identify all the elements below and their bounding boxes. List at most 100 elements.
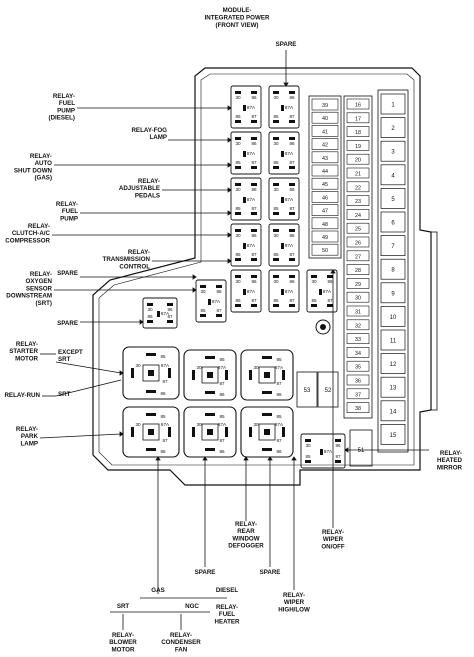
stud-connector-core	[320, 324, 326, 330]
fuse-number: 18	[355, 130, 361, 136]
pin-30-label: 30	[253, 365, 259, 370]
mini-fuse	[346, 278, 370, 289]
pin-87-label: 87	[167, 314, 173, 319]
relay-wiper-on-off-line: RELAY-	[322, 529, 344, 536]
fuse-number: 35	[355, 365, 361, 371]
pin-86-label: 86	[289, 187, 295, 192]
pin-30-label: 30	[147, 307, 153, 312]
pin-30-label: 30	[235, 233, 241, 238]
pin-87a-label: 87A	[161, 311, 170, 316]
mini-fuse	[346, 291, 370, 303]
relay-park-lamp-line: PARK	[21, 433, 39, 440]
leader-arrow	[119, 431, 124, 437]
maxi-fuse	[380, 400, 406, 422]
pin-87-label: 87	[289, 206, 295, 211]
pin-86-label: 86	[160, 391, 166, 396]
fuse-number: 41	[322, 129, 328, 135]
pin-87-label: 87	[251, 298, 257, 303]
pin-87-label: 87	[289, 298, 295, 303]
maxi-fuse	[380, 117, 406, 138]
cartridge-fuse	[311, 98, 339, 111]
ngc-line: NGC	[185, 603, 199, 610]
fuse-number: 3	[391, 150, 395, 156]
relay-adjustable-pedals-line: PEDALS	[135, 192, 160, 199]
mini-fuse	[346, 167, 370, 179]
pin-87-label: 87	[251, 160, 257, 165]
cartridge-fuse	[311, 151, 339, 164]
relay-heated-mirror-line: MIRROR	[437, 464, 463, 471]
cartridge-fuse	[311, 138, 339, 150]
pin-30-label: 30	[235, 279, 241, 284]
cartridge-fuse	[311, 111, 339, 124]
pin-87a-label: 87A	[212, 299, 221, 304]
relay-adjustable-pedals-line: RELAY-	[138, 178, 160, 185]
leader-arrow	[330, 269, 336, 274]
maxi-fuse	[380, 353, 406, 374]
pin-87a-label: 87A	[218, 422, 227, 427]
mini-fuses: 1617181920212223242526272829303132333435…	[346, 98, 370, 413]
fuse-number: 31	[355, 310, 361, 316]
mini-fuse	[346, 112, 370, 124]
leader-arrow	[192, 287, 197, 293]
spare-top-line: SPARE	[276, 41, 297, 48]
fuse-number: 32	[355, 323, 361, 329]
pin-86-label: 86	[289, 141, 295, 146]
pin-87a-label: 87A	[218, 365, 227, 370]
pin-86-label: 86	[160, 449, 166, 454]
fuse-number: 1	[391, 103, 395, 109]
relay-auto-shut-down-line: (GAS)	[34, 175, 52, 182]
spare-bottom-1-line: SPARE	[195, 569, 216, 576]
module-right-tab	[430, 231, 438, 411]
pin-87-label: 87	[289, 252, 295, 257]
relay-fuel-pump-line: PUMP	[60, 215, 78, 222]
relay-run-line: RELAY-RUN	[4, 392, 40, 399]
mini-fuse	[346, 360, 370, 372]
pin-87a-label: 87A	[247, 197, 256, 202]
leader-arrow	[283, 82, 289, 87]
pin-86-label: 86	[289, 279, 295, 284]
fuse-number: 48	[322, 222, 328, 228]
pin-86-label: 86	[289, 95, 295, 100]
relay-oxygen-sensor-line: RELAY-	[30, 271, 52, 278]
module-title-line: MODULE-	[223, 7, 252, 14]
pin-86-label: 86	[289, 233, 295, 238]
maxi-fuse	[380, 93, 406, 115]
mini-fuse	[346, 181, 370, 193]
pin-87a-label: 87A	[247, 151, 256, 156]
fuse-number: 12	[390, 362, 397, 368]
relay-oxygen-sensor-line: DOWNSTREAM	[6, 293, 52, 300]
fuse-number: 30	[355, 296, 361, 302]
pin-30-label: 30	[235, 141, 241, 146]
fuse-number: 5	[391, 197, 395, 203]
pin-87-label: 87	[289, 114, 295, 119]
relay-auto-shut-down-line: SHUT DOWN	[14, 167, 53, 174]
mini-fuse	[346, 236, 370, 248]
maxi-fuse	[380, 376, 406, 398]
fuse-number: 6	[391, 221, 395, 227]
module-housing-outline	[92, 67, 432, 486]
fuse-number: 15	[390, 433, 397, 439]
maxi-fuse	[380, 140, 406, 162]
pin-85-label: 85	[235, 160, 241, 165]
relay-fuel-heater-line: HEATER	[215, 618, 241, 625]
mini-fuse	[346, 388, 370, 400]
pin-85-label: 85	[273, 160, 279, 165]
leader-arrow	[291, 456, 297, 461]
pin-87-label: 87	[251, 252, 257, 257]
fuse-number: 23	[355, 199, 361, 205]
pin-86-label: 86	[219, 392, 225, 397]
relay-transmission-control-line: TRANSMISSION	[103, 256, 151, 263]
pin-87a-label: 87A	[247, 289, 256, 294]
pin-87-label: 87	[335, 454, 341, 459]
relay-fuel-pump-diesel-line: (DIESEL)	[49, 115, 75, 122]
relay-park-lamp-line: RELAY-	[16, 426, 38, 433]
pin-87-label: 87	[216, 308, 222, 313]
fuse-51	[349, 429, 373, 467]
